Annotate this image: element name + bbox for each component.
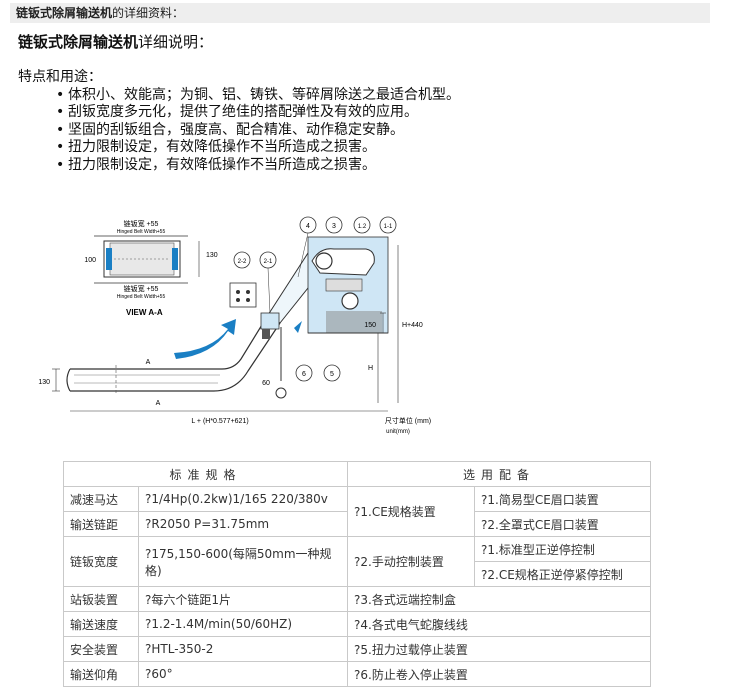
unit-label-en: unit(mm) <box>386 429 410 435</box>
table-row: 输送链距 ?R2050 P=31.75mm ?2.全罩式CE眉口装置 <box>63 511 651 537</box>
header-bar: 链钣式除屑输送机的详细资料： <box>10 3 710 23</box>
callout-5: 5 <box>330 371 334 378</box>
spec-name: 输送仰角 <box>63 661 139 687</box>
table-header-row: 标准规格 选用配备 <box>63 461 651 487</box>
spec-table: 标准规格 选用配备 减速马达 ?1/4Hp(0.2kw)1/165 220/38… <box>63 461 651 687</box>
table-row: ?2.CE规格正逆停紧停控制 <box>64 561 651 587</box>
callout-3: 3 <box>332 223 336 230</box>
conveyor-diagram: 链钣宽 +55 Hinged Belt Width+55 100 130 链钣宽… <box>38 216 431 435</box>
label-a-top: A <box>146 359 151 366</box>
spec-value: ?R2050 P=31.75mm <box>138 511 348 537</box>
option-subitem: ?2.CE规格正逆停紧停控制 <box>474 561 651 587</box>
standard-spec-header: 标准规格 <box>63 461 348 487</box>
features-heading: 特点和用途： <box>18 69 102 85</box>
feature-item: 坚固的刮钣组合，强度高、配合精准、动作稳定安静。 <box>56 122 460 140</box>
option-item: ?1.CE规格装置 <box>347 486 475 537</box>
spec-value: ?HTL-350-2 <box>138 636 348 662</box>
subtitle-rest: 详细说明： <box>138 33 214 51</box>
callout-1-2: 1.2 <box>358 224 367 230</box>
callout-4: 4 <box>306 223 310 230</box>
spec-value: ?每六个链距1片 <box>138 586 348 612</box>
top-width-label: 链钣宽 +55 <box>124 219 159 228</box>
dim-130-left-label: 130 <box>38 379 50 386</box>
spec-name: 减速马达 <box>63 486 139 512</box>
option-subitem: ?2.全罩式CE眉口装置 <box>474 511 651 537</box>
table-row: 安全装置 ?HTL-350-2 ?5.扭力过载停止装置 <box>63 636 651 662</box>
spec-value: ?1/4Hp(0.2kw)1/165 220/380v <box>138 486 348 512</box>
callout-2-2: 2-2 <box>238 259 247 265</box>
table-row: 输送仰角 ?60° ?6.防止卷入停止装置 <box>63 661 651 687</box>
spec-name: 安全装置 <box>63 636 139 662</box>
dim-60-label: 60 <box>262 380 270 387</box>
flow-arrow-icon <box>174 319 236 359</box>
conveyor-tray: A A 130 <box>38 314 281 407</box>
dim-h-label: H <box>368 365 373 372</box>
spec-name: 输送链距 <box>63 511 139 537</box>
option-item: ?4.各式电气蛇腹线线 <box>347 611 651 637</box>
subtitle-bold: 链钣式除屑输送机 <box>18 33 139 51</box>
spec-value: ?1.2-1.4M/min(50/60HZ) <box>138 611 348 637</box>
view-aa-section: 链钣宽 +55 Hinged Belt Width+55 100 130 链钣宽… <box>84 219 217 317</box>
header-title-rest: 的详细资料： <box>112 6 185 20</box>
bottom-width-label: 链钣宽 +55 <box>124 284 159 293</box>
control-box <box>229 282 257 308</box>
table-row: 输送速度 ?1.2-1.4M/min(50/60HZ) ?4.各式电气蛇腹线线 <box>63 611 651 637</box>
option-subitem: ?1.标准型正逆停控制 <box>474 536 651 562</box>
small-arrow-icon <box>294 321 302 333</box>
feature-item: 扭力限制设定，有效降低操作不当所造成之损害。 <box>56 157 460 175</box>
feature-item: 刮钣宽度多元化，提供了绝佳的搭配弹性及有效的应用。 <box>56 104 460 122</box>
dim-h440-label: H+440 <box>402 322 423 329</box>
option-item: ?2.手动控制装置 <box>347 536 475 587</box>
optional-equipment-header: 选用配备 <box>347 461 651 487</box>
header-title-bold: 链钣式除屑输送机 <box>16 6 113 20</box>
top-width-sublabel: Hinged Belt Width+55 <box>117 229 166 235</box>
option-item: ?3.各式远端控制盒 <box>347 586 651 612</box>
label-a-bottom: A <box>156 400 161 407</box>
callout-2-1: 2-1 <box>264 259 273 265</box>
option-item: ?6.防止卷入停止装置 <box>347 661 651 687</box>
table-row: 链钣宽度 ?175,150-600(每隔50mm一种规格) ?2.手动控制装置 … <box>63 536 651 587</box>
drive-head <box>307 236 389 334</box>
option-item: ?5.扭力过载停止装置 <box>347 636 651 662</box>
unit-label: 尺寸单位 (mm) <box>385 416 431 425</box>
feature-item: 体积小、效能高；为铜、铝、铸铁、等碎屑除送之最适合机型。 <box>56 87 460 105</box>
option-subitem: ?1.简易型CE眉口装置 <box>474 486 651 512</box>
features-list: 体积小、效能高；为铜、铝、铸铁、等碎屑除送之最适合机型。 刮钣宽度多元化，提供了… <box>18 87 460 175</box>
table-row: 站钣装置 ?每六个链距1片 ?3.各式远端控制盒 <box>63 586 651 612</box>
callout-6: 6 <box>302 371 306 378</box>
spec-value: ?175,150-600(每隔50mm一种规格) <box>138 536 348 587</box>
dim-100-label: 100 <box>84 257 96 264</box>
spec-name: 输送速度 <box>63 611 139 637</box>
callouts: 4 3 1.2 1-1 2-2 2-1 6 5 <box>233 216 397 382</box>
spec-value: ?60° <box>138 661 348 687</box>
callout-1-1: 1-1 <box>384 224 393 230</box>
features-section: 特点和用途： 体积小、效能高；为铜、铝、铸铁、等碎屑除送之最适合机型。 刮钣宽度… <box>18 69 460 174</box>
spec-name: 站钣装置 <box>63 586 139 612</box>
right-dimensions: 150 H+440 H <box>364 245 423 403</box>
dim-150-label: 150 <box>364 322 376 329</box>
bottom-width-sublabel: Hinged Belt Width+55 <box>117 294 166 300</box>
page-subtitle: 链钣式除屑输送机详细说明： <box>18 31 213 52</box>
spec-name: 链钣宽度 <box>63 536 139 587</box>
feature-item: 扭力限制设定，有效降低操作不当所造成之损害。 <box>56 139 460 157</box>
table-row: 减速马达 ?1/4Hp(0.2kw)1/165 220/380v ?1.CE规格… <box>63 486 651 537</box>
length-label: L + (H*0.577+621) <box>191 418 248 425</box>
view-aa-label: VIEW A-A <box>126 308 163 317</box>
dim-130-right-label: 130 <box>206 252 218 259</box>
